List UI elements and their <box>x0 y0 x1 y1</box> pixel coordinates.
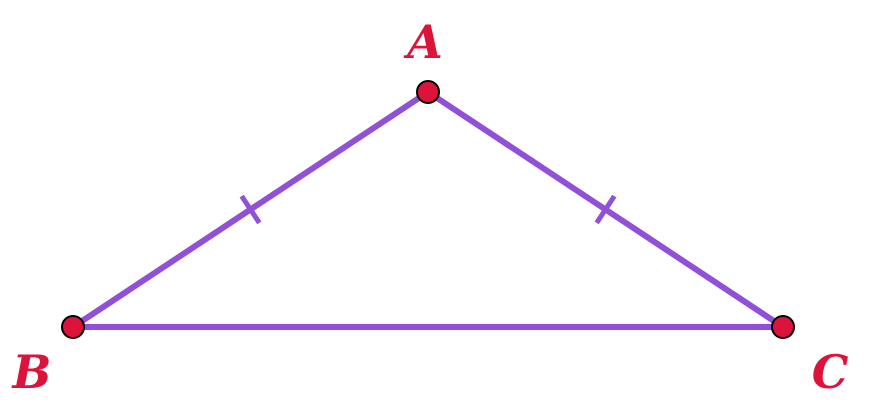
point-C <box>771 315 795 339</box>
tick-mark-AC <box>594 194 617 225</box>
vertex-label-B: B <box>11 345 52 399</box>
tick-mark-AB <box>239 194 262 225</box>
point-A <box>416 80 440 104</box>
vertex-label-A: A <box>403 15 443 69</box>
vertex-label-C: C <box>812 345 849 399</box>
point-B <box>61 315 85 339</box>
